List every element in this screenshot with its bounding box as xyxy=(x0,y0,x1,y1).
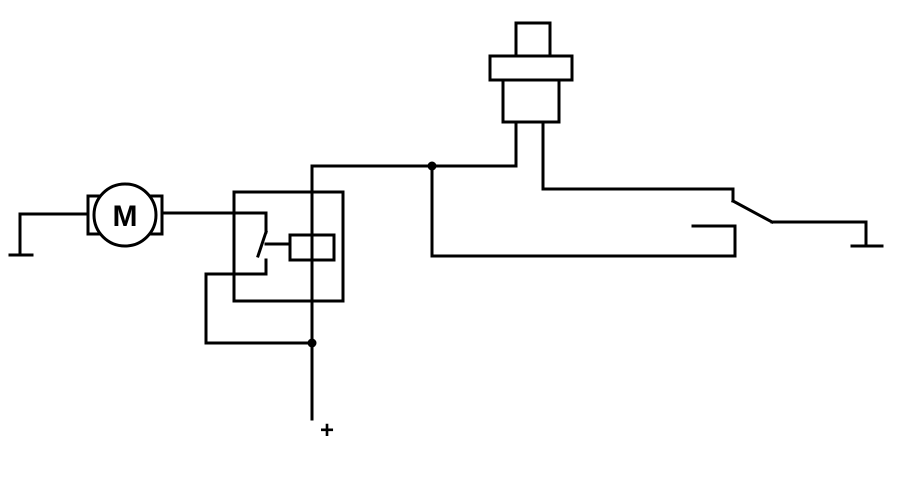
switch-lever xyxy=(730,198,775,225)
sensor-body xyxy=(501,78,561,124)
motor: M xyxy=(86,182,164,248)
relay-contact xyxy=(204,230,268,345)
sensor-flange xyxy=(488,54,574,82)
wire-motor-to-relay xyxy=(160,211,268,234)
wire-sensor-to-switch xyxy=(541,120,735,191)
junction-supply xyxy=(307,338,317,348)
relay xyxy=(204,190,345,345)
wire-junction-to-switch xyxy=(430,164,737,258)
ground-symbol-left xyxy=(8,212,34,257)
wire-switch-to-ground xyxy=(770,220,868,248)
relay-housing xyxy=(232,190,345,303)
supply-plus-label: + xyxy=(320,417,334,444)
switch xyxy=(691,187,775,228)
motor-label: M xyxy=(113,200,138,233)
sensor-top xyxy=(514,21,552,58)
wire-relay-to-sensor xyxy=(310,120,518,168)
sensor xyxy=(488,21,574,124)
